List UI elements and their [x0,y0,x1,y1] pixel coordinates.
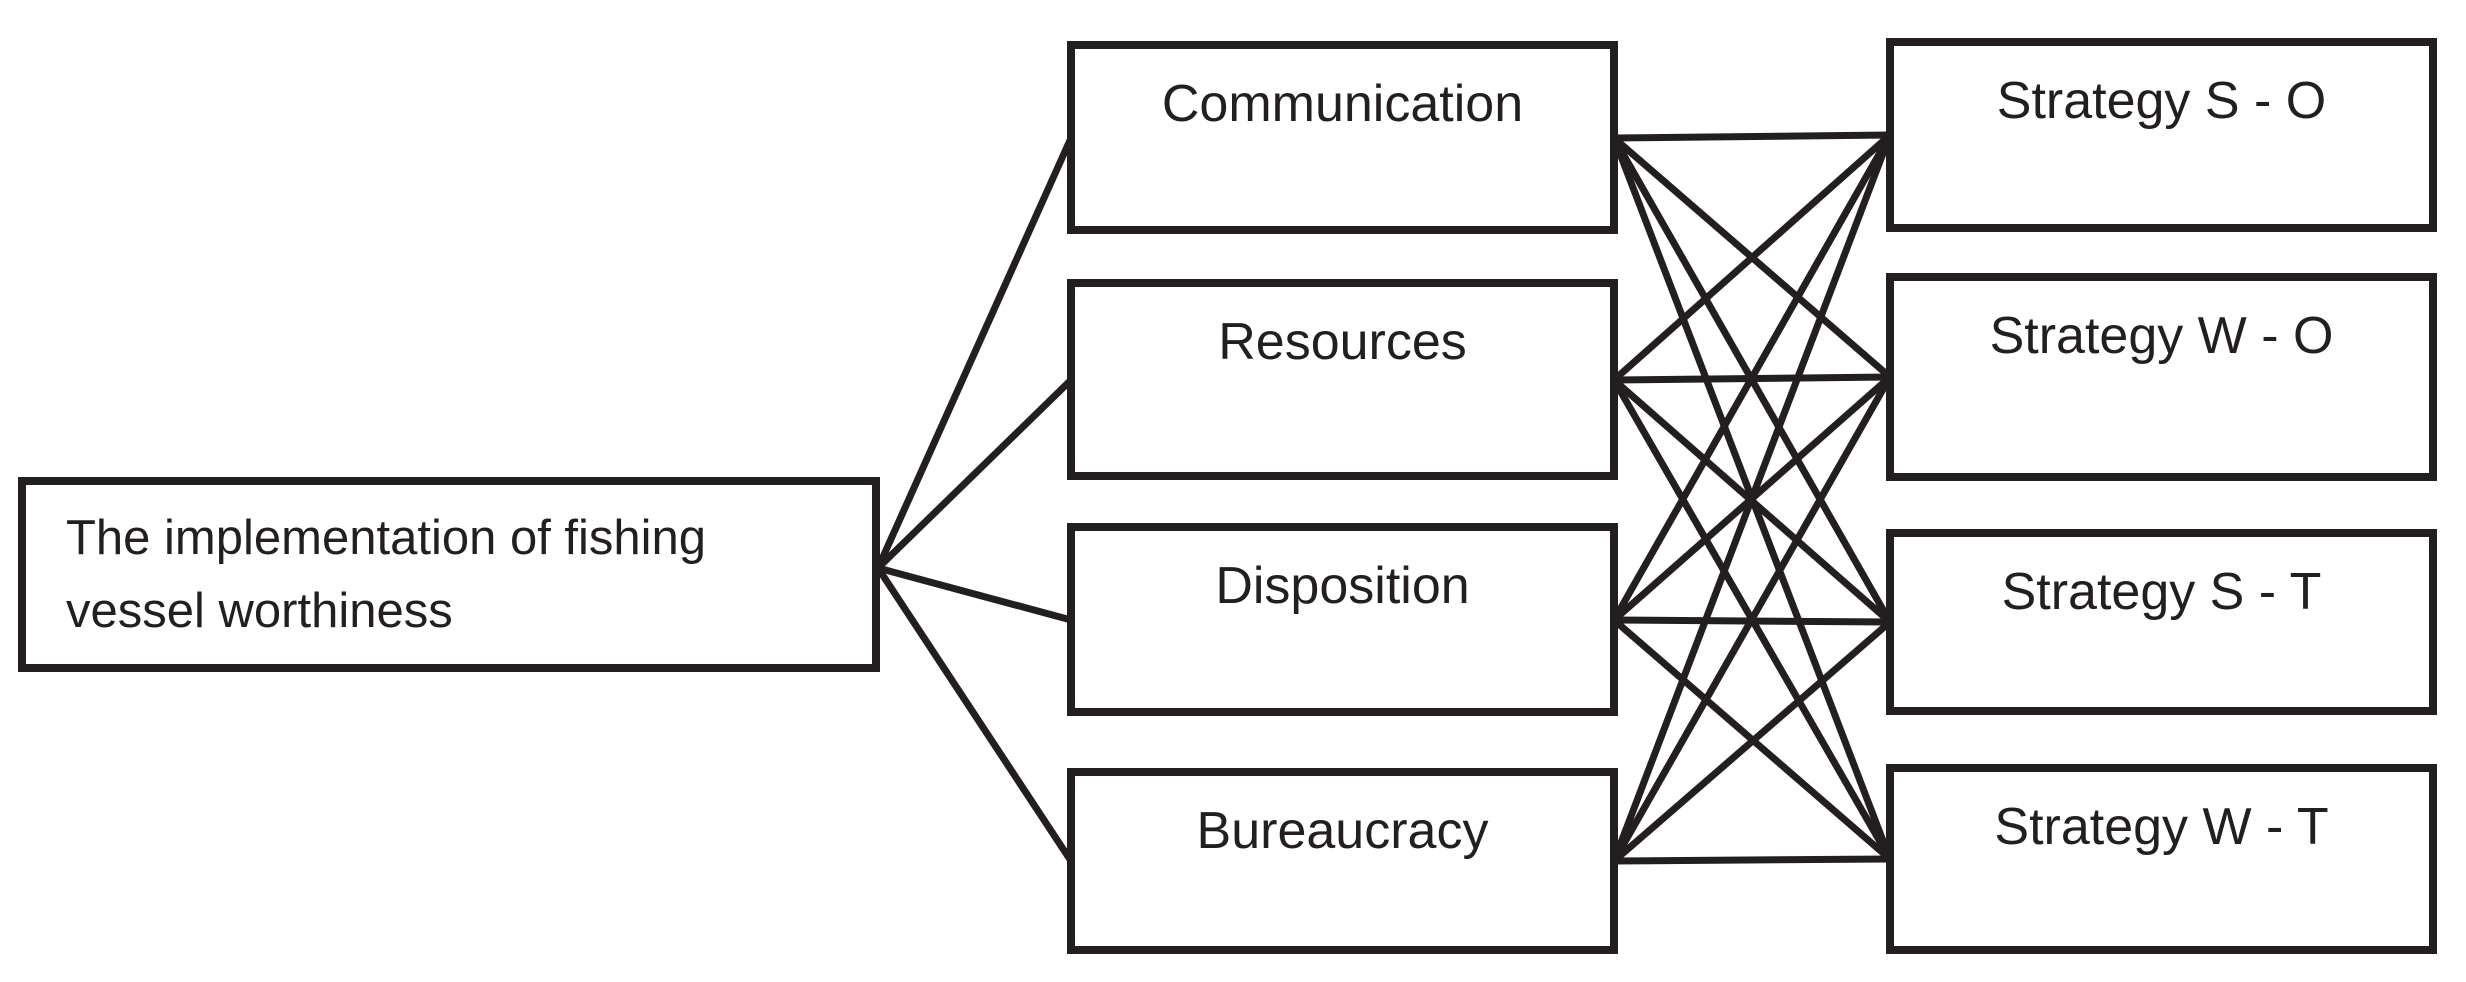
edge-root-resources [875,377,1074,571]
strategy-box-s-o: Strategy S - O [1886,38,2437,232]
edge-bureaucracy-strategy-w-t [1613,855,1891,865]
factor-box-disposition: Disposition [1067,523,1618,716]
edge-bureaucracy-strategy-w-o [1610,375,1894,863]
strategy-s-t-label: Strategy S - T [2001,563,2322,621]
factor-bureaucracy-label: Bureaucracy [1196,802,1489,860]
edge-resources-strategy-s-o [1611,132,1893,383]
edge-root-disposition [877,564,1072,624]
strategy-box-w-t: Strategy W - T [1886,764,2437,954]
edge-bureaucracy-strategy-s-o [1610,133,1894,863]
factor-disposition-label: Disposition [1215,557,1470,615]
factor-box-resources: Resources [1067,279,1618,480]
edge-bureaucracy-strategy-s-t [1611,619,1893,864]
edge-root-communication [874,136,1075,570]
strategy-w-t-label: Strategy W - T [1994,798,2329,856]
strategy-box-w-o: Strategy W - O [1886,273,2437,481]
root-box-label: The implementation of fishing vessel wor… [66,510,707,638]
strategy-w-o-label: Strategy W - O [1989,307,2334,365]
strategy-s-o-label: Strategy S - O [1996,72,2327,130]
factor-box-communication: Communication [1067,41,1618,234]
factor-box-bureaucracy: Bureaucracy [1067,768,1618,954]
strategy-box-s-t: Strategy S - T [1886,529,2437,715]
factor-resources-label: Resources [1218,313,1467,371]
edge-communication-strategy-s-o [1613,131,1891,142]
root-box: The implementation of fishing vessel wor… [18,477,880,672]
edge-disposition-strategy-s-o [1610,133,1894,622]
edge-root-bureaucracy [875,566,1074,863]
factor-communication-label: Communication [1161,75,1524,133]
